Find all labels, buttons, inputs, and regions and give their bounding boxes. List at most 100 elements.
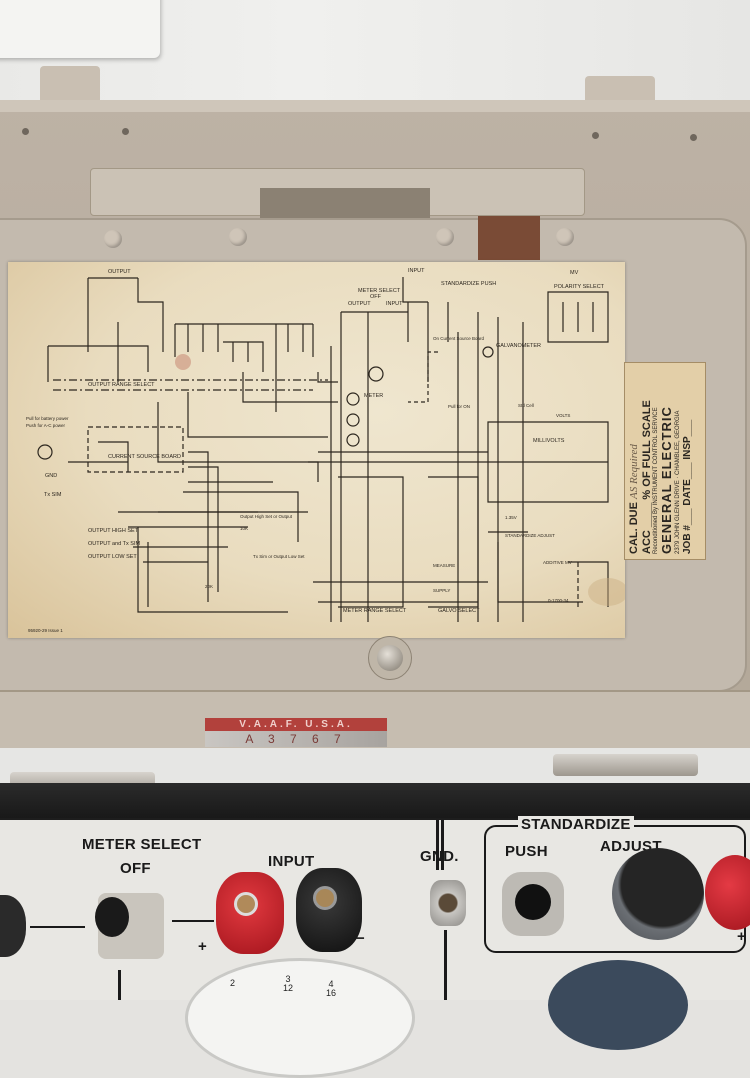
stain <box>588 578 625 606</box>
case-latch-left <box>40 66 100 104</box>
dial-tick: 3 <box>285 974 291 984</box>
label-mv: MV <box>570 270 579 276</box>
input-binding-post-black[interactable] <box>296 868 362 952</box>
label-drawing-number-right: 0-1700-34 <box>548 598 569 603</box>
label-supply: SUPPLY <box>433 588 450 593</box>
dial-tick: 2 <box>230 978 236 988</box>
insp-text: INSP <box>682 436 693 460</box>
standardize-push-button[interactable] <box>515 884 551 920</box>
meter-select-label: METER SELECT <box>82 836 202 853</box>
schematic-symbols <box>37 346 494 460</box>
dial-tick: 16 <box>326 988 337 998</box>
schematic-wires <box>47 277 609 622</box>
push-label: PUSH <box>505 843 548 860</box>
meter-dial <box>185 958 415 1078</box>
label-millivolts: MILLIVOLTS <box>533 438 565 444</box>
hinge-right <box>553 754 698 776</box>
bracket-slot <box>260 188 430 218</box>
address: 2379 JOHN GLENN DRIVE <box>675 480 682 554</box>
cal-due-text: CAL. DUE <box>628 502 640 554</box>
rivet <box>690 134 697 141</box>
plus-sign: + <box>198 938 208 955</box>
selector-knob[interactable] <box>548 960 688 1050</box>
rivet <box>122 128 129 135</box>
date-text: DATE <box>682 479 693 506</box>
dial-tick: 12 <box>283 983 294 993</box>
lid-latch-knob[interactable] <box>377 645 403 671</box>
job-text: JOB # <box>682 525 693 554</box>
screw <box>104 230 122 248</box>
label-additive-mv: ADDITIVE MV <box>543 560 572 565</box>
screw <box>436 228 454 246</box>
label-pull-for-on: Pull for ON <box>448 404 470 409</box>
property-tag-top: V.A.A.F. U.S.A. <box>205 718 387 731</box>
label-standardize-adjust: STANDARDIZE ADJUST <box>505 533 555 538</box>
plus-sign-right: + <box>737 928 747 945</box>
label-tx-sim: Tx SIM <box>44 492 62 498</box>
standardize-adjust-knob[interactable] <box>612 848 704 940</box>
light-switch-plate <box>0 0 160 58</box>
case-lid-rim <box>0 100 750 112</box>
cal-due-value: AS Required <box>628 444 640 499</box>
arrow-line <box>172 920 214 922</box>
label-20k: 20K <box>205 584 213 589</box>
label-meter-input: INPUT <box>386 301 403 307</box>
screw <box>556 228 574 246</box>
label-10k: 10K <box>240 526 248 531</box>
label-standardize-push: STANDARDIZE PUSH <box>441 281 496 287</box>
acc-text: ACC <box>640 530 653 554</box>
label-volts: VOLTS <box>556 413 570 418</box>
dial-tick: 4 <box>328 979 334 989</box>
label-current-source-board: CURRENT SOURCE BOARD <box>108 454 181 460</box>
label-output-low-set: OUTPUT LOW SET <box>88 554 137 560</box>
rivet <box>22 128 29 135</box>
label-tx-sim-or-output-low-set: Tx Sim or Output Low Set <box>253 554 305 559</box>
label-meter-output: OUTPUT <box>348 301 371 307</box>
black-post-hole <box>313 886 337 910</box>
label-galvanometer: GALVANOMETER <box>496 343 541 349</box>
input-label: INPUT <box>268 853 315 870</box>
label-output-range-select: OUTPUT RANGE SELECT <box>88 382 155 388</box>
label-meter-select: METER SELECT <box>358 288 401 294</box>
property-tag-number: A 3 7 6 7 <box>205 731 387 747</box>
label-drawing-number-left: 95920-29 Issue 1 <box>28 628 63 633</box>
label-std-cell: Std Cell <box>518 403 534 408</box>
label-output-and-tx-sim: OUTPUT and Tx SIM <box>88 541 140 547</box>
red-post-hole <box>234 892 258 916</box>
panel-divider <box>444 930 447 1000</box>
meter-off-label: OFF <box>120 860 151 877</box>
tape-residue <box>478 216 540 260</box>
brand-text: GENERAL ELECTRIC <box>659 406 675 554</box>
city: CHAMBLEE, GEORGIA <box>675 410 682 475</box>
acc-suffix: % OF FULL SCALE <box>640 400 653 500</box>
property-tag: V.A.A.F. U.S.A. A 3 7 6 7 <box>205 718 387 748</box>
label-battery-note-2: Push for A-C power <box>26 423 66 428</box>
standardize-label: STANDARDIZE <box>518 816 634 833</box>
schematic-diagram: OUTPUT INPUT METER SELECT OFF OUTPUT INP… <box>8 262 625 638</box>
label-output: OUTPUT <box>108 269 131 275</box>
label-output-high-set: OUTPUT HIGH SET <box>88 528 139 534</box>
label-gnd: GND <box>45 473 57 479</box>
label-input: INPUT <box>408 268 425 274</box>
screw <box>229 228 247 246</box>
gnd-label: GND. <box>420 848 459 865</box>
label-1-35v: 1.35V <box>505 515 517 520</box>
label-meter-range-select: METER RANGE SELECT <box>343 608 407 614</box>
label-on-current-source-board: On Current Source Board <box>433 336 485 341</box>
minus-sign: − <box>356 930 366 947</box>
label-meter-off: OFF <box>370 294 382 300</box>
label-measure: MEASURE <box>433 563 455 568</box>
stain <box>175 354 191 370</box>
mv-binding-post-red[interactable] <box>705 855 750 930</box>
meter-select-toggle[interactable] <box>95 897 129 937</box>
label-battery-note-1: Pull for battery power <box>26 416 69 421</box>
panel-divider <box>436 820 439 870</box>
label-output-high-set-or-output: Output High Set or Output <box>240 514 293 519</box>
calibration-label: CAL. DUE AS Required ACC ____ % OF FULL … <box>624 362 706 560</box>
label-polarity-select: POLARITY SELECT <box>554 284 605 290</box>
gnd-terminal[interactable] <box>430 880 466 926</box>
panel-divider <box>118 970 121 1000</box>
label-galvo-select: GALVO SELECT <box>438 608 480 614</box>
